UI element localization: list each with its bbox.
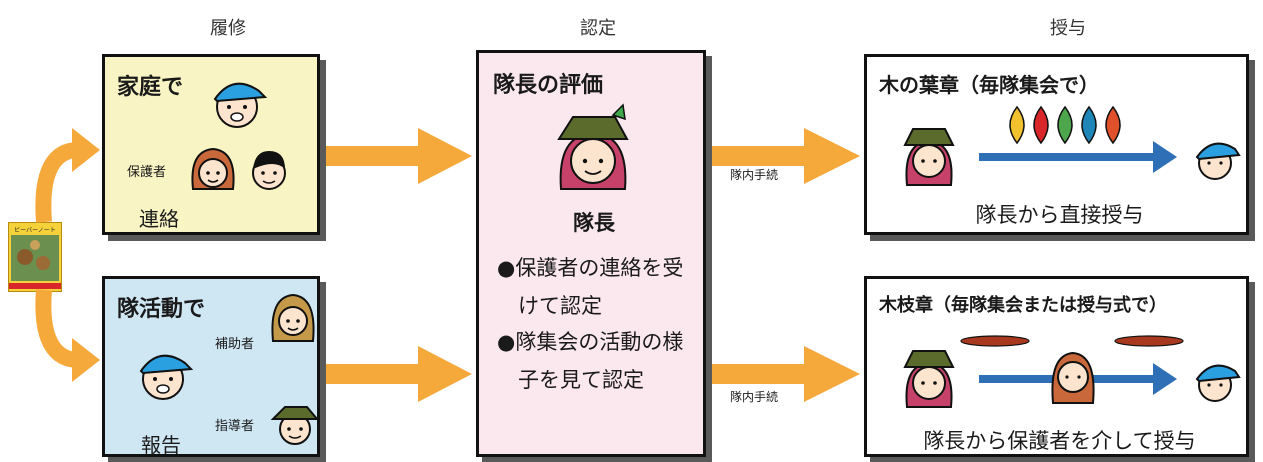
book-title: ビーバーノート bbox=[14, 227, 56, 234]
child-blue-cap-icon bbox=[1195, 142, 1241, 180]
home-title: 家庭で bbox=[117, 75, 184, 100]
branch-badge-icon bbox=[960, 335, 1184, 347]
instructor-label: 指導者 bbox=[215, 419, 255, 434]
leaf-award-box: 木の葉章（毎隊集会で） 隊長から直接授与 bbox=[864, 54, 1249, 235]
instructor-hat-icon bbox=[270, 406, 320, 445]
beaver-note-book: ビーバーノート bbox=[8, 222, 62, 292]
child-blue-cap-icon bbox=[139, 354, 194, 400]
leaf-award-caption: 隊長から直接授与 bbox=[975, 203, 1144, 227]
bullet-1-line-2: けて認定 bbox=[518, 294, 602, 318]
troop-box: 隊活動で 補助者 指導者 報告 bbox=[102, 276, 320, 457]
guardian-woman-icon bbox=[1051, 351, 1095, 404]
assistant-woman-icon bbox=[271, 293, 315, 342]
guardian-label: 保護者 bbox=[127, 165, 167, 180]
bullet-mark: ● bbox=[497, 256, 516, 280]
header-stage-2: 認定 bbox=[580, 18, 616, 39]
leaf-award-illustration bbox=[903, 105, 1241, 186]
leader-woman-icon bbox=[557, 103, 629, 190]
home-report-label: 連絡 bbox=[139, 207, 179, 231]
bullet-2-line-1: 隊集会の活動の様 bbox=[515, 330, 684, 354]
leader-name: 隊長 bbox=[573, 211, 615, 235]
branch-award-title: 木枝章（毎隊集会または授与式で） bbox=[879, 295, 1167, 316]
leader-woman-icon bbox=[903, 128, 955, 186]
bullet-1-line-1: 保護者の連絡を受 bbox=[515, 256, 684, 280]
leader-title: 隊長の評価 bbox=[493, 73, 604, 98]
leader-box: 隊長の評価 隊長 ●保護者の連絡を受 けて認定 ●隊集会の活動の様 子を見て認定 bbox=[476, 50, 706, 457]
home-box: 家庭で 保護者 連絡 bbox=[102, 54, 320, 235]
leader-bullet-2: ●隊集会の活動の様 子を見て認定 bbox=[497, 323, 683, 399]
leaf-badges-icon bbox=[1009, 105, 1121, 145]
assistant-label: 補助者 bbox=[215, 337, 255, 352]
bullet-2-line-2: 子を見て認定 bbox=[518, 368, 644, 392]
leader-woman-icon bbox=[903, 350, 955, 408]
branch-award-box: 木枝章（毎隊集会または授与式で） 隊長から保護者を介して授与 bbox=[864, 276, 1249, 457]
header-stage-3: 授与 bbox=[1050, 18, 1086, 39]
guardian-woman-icon bbox=[191, 147, 235, 190]
procedure-label-bottom: 隊内手続 bbox=[730, 390, 779, 404]
leaf-award-title: 木の葉章（毎隊集会で） bbox=[879, 73, 1099, 97]
branch-award-illustration bbox=[903, 335, 1241, 408]
header-stage-1: 履修 bbox=[210, 18, 246, 39]
leader-bullet-1: ●保護者の連絡を受 けて認定 bbox=[497, 249, 683, 325]
bullet-mark: ● bbox=[497, 330, 516, 354]
child-blue-cap-icon bbox=[213, 82, 268, 128]
book-cover-illustration bbox=[9, 235, 61, 289]
procedure-label-top: 隊内手続 bbox=[730, 168, 779, 182]
troop-title: 隊活動で bbox=[117, 297, 206, 322]
branch-award-caption: 隊長から保護者を介して授与 bbox=[923, 429, 1196, 453]
troop-report-label: 報告 bbox=[141, 433, 181, 457]
child-blue-cap-icon bbox=[1195, 364, 1241, 402]
guardian-man-icon bbox=[252, 151, 286, 190]
